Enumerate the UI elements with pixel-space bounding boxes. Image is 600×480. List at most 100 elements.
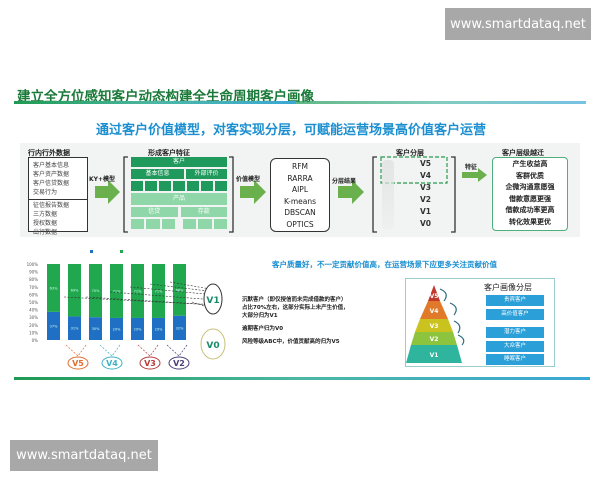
mapping-arrow (111, 344, 121, 357)
y-tick-label: 0% (32, 338, 39, 343)
note-line: 沉默客户（即仅授信而未完成借款的客户） (242, 297, 347, 303)
y-tick-label: 90% (29, 270, 38, 275)
pyramid-level-v2 (411, 332, 457, 345)
bar-data-label: 71% (155, 289, 163, 293)
pyramid-text-v2: V2 (430, 336, 439, 343)
group-label-v4: V4 (106, 359, 118, 368)
pyramid-label-vip: 贵宾客户 (486, 295, 544, 306)
model-item: AIPL (291, 185, 309, 194)
bar-data-label: 30% (92, 327, 100, 331)
models-box: RFM RARRA AIPL K-means DBSCAN OPTICS (270, 158, 330, 232)
model-item: DBSCAN (284, 208, 316, 217)
pyramid-level-v3 (415, 319, 453, 332)
mapping-arrow (137, 344, 151, 357)
bar-data-label: 29% (113, 327, 121, 331)
feature-customer: 客户 (131, 157, 227, 167)
group-label-v5: V5 (72, 359, 84, 368)
arrow-label-value-model: 价值模型 (236, 176, 261, 183)
arrow-right-icon (240, 180, 266, 204)
bar-data-label: 31% (71, 327, 79, 331)
y-tick-label: 60% (29, 292, 38, 297)
model-item: OPTICS (286, 219, 314, 229)
data-header: 行内行外数据 (28, 149, 70, 157)
data-item: 客户基本信息 (33, 162, 70, 169)
title-underline (14, 101, 296, 104)
arrow-label-layer-result: 分层结果 (332, 178, 357, 185)
y-tick-label: 40% (29, 308, 38, 313)
bar-data-label: 71% (134, 289, 142, 293)
bar-segment (68, 316, 81, 340)
pyramid-text-v1: V1 (430, 352, 439, 359)
y-tick-label: 50% (29, 300, 38, 305)
pyramid-label-mass: 大众客户 (486, 341, 544, 352)
side-label-v1: V1 (206, 296, 219, 306)
y-tick-label: 100% (27, 262, 39, 267)
subtitle: 通过客户价值模型，对客实现分层，可赋能运营场景高价值客户运营 (96, 123, 487, 138)
bar-segment (152, 264, 165, 318)
pyramid-label-high-value: 高价值客户 (486, 309, 544, 320)
data-item: 客户资产数据 (33, 171, 70, 178)
bar-data-label: 69% (71, 289, 79, 293)
migration-item: 产生收益高 (512, 160, 548, 168)
y-tick-label: 80% (29, 277, 38, 282)
pyramid-text-v3: V3 (430, 323, 439, 330)
group-ellipse-v4 (101, 356, 123, 370)
migration-item: 转化效果更优 (509, 217, 551, 226)
pyramid-level-v1 (406, 345, 462, 363)
mapping-arrow (149, 344, 159, 357)
side-label-v0: V0 (206, 341, 219, 351)
data-box: 客户基本信息 客户资产数据 客户信贷数据 交易行为 征信报告数据 三方数据 授权… (28, 157, 88, 236)
data-item: 征信报告数据 (33, 202, 70, 209)
migration-item: 借款成功率更高 (505, 206, 555, 214)
bar-data-label: 32% (176, 326, 184, 330)
feature-deposit: 存款 (180, 207, 227, 217)
migration-header: 客户层级越迁 (502, 149, 544, 157)
bar-segment (110, 264, 123, 318)
y-tick-label: 20% (29, 323, 38, 328)
pyramid-label-potential: 潜力客户 (486, 327, 544, 338)
data-item: 授权数据 (33, 220, 58, 227)
bar-segment (131, 264, 144, 318)
y-tick-label: 70% (29, 285, 38, 290)
bar-segment (110, 317, 123, 340)
pyramid-text-v4: V4 (430, 308, 439, 315)
arrow-label-ky: KY+模型 (89, 176, 116, 183)
bar-data-label: 71% (113, 289, 121, 293)
note-line: 逾期客户归为V0 (242, 326, 284, 332)
migration-item: 借款意愿更强 (509, 194, 551, 203)
pyramid-text-v5: V5 (430, 293, 439, 300)
model-item: RFM (292, 162, 308, 171)
mapping-arrow (166, 344, 180, 357)
bar-data-label: 63% (50, 286, 58, 290)
mapping-arrow (77, 344, 87, 357)
pyramid-title: 客户画像分层 (484, 283, 532, 292)
group-ellipse-v5 (67, 356, 89, 370)
group-label-v2: V2 (173, 359, 185, 368)
data-item: 客户信贷数据 (33, 180, 70, 187)
bar-segment (47, 264, 60, 312)
highlight-box (380, 156, 448, 184)
headline: 客户质量好，不一定贡献价值高，在运营场景下应更多关注贡献价值 (272, 260, 497, 269)
model-item: K-means (283, 196, 316, 206)
bar-segment (68, 264, 81, 317)
bar-segment (89, 264, 102, 318)
pyramid-level-v4 (420, 301, 448, 319)
mapping-lines (63, 281, 217, 311)
arrow-right-icon (95, 180, 120, 204)
layer-v5: V5 (420, 159, 432, 168)
bar-data-label: 70% (92, 289, 100, 293)
bar-segment (131, 317, 144, 340)
bar-segment (47, 311, 60, 340)
layer-list: V5 V4 V3 V2 V1 V0 (420, 158, 450, 230)
feature-external: 外部评价 (186, 169, 227, 179)
pyramid-label-dormant: 睡眠客户 (486, 354, 544, 365)
feature-credit: 信贷 (131, 207, 178, 217)
data-item: 出行数据 (33, 229, 58, 236)
bar-segment (89, 317, 102, 340)
bottom-rule (14, 377, 590, 380)
side-ellipse-v0 (200, 328, 226, 360)
migration-box: 产生收益高 客群优质 企微沟通意愿强 借款意愿更强 借款成功率更高 转化效果更优 (492, 157, 568, 231)
